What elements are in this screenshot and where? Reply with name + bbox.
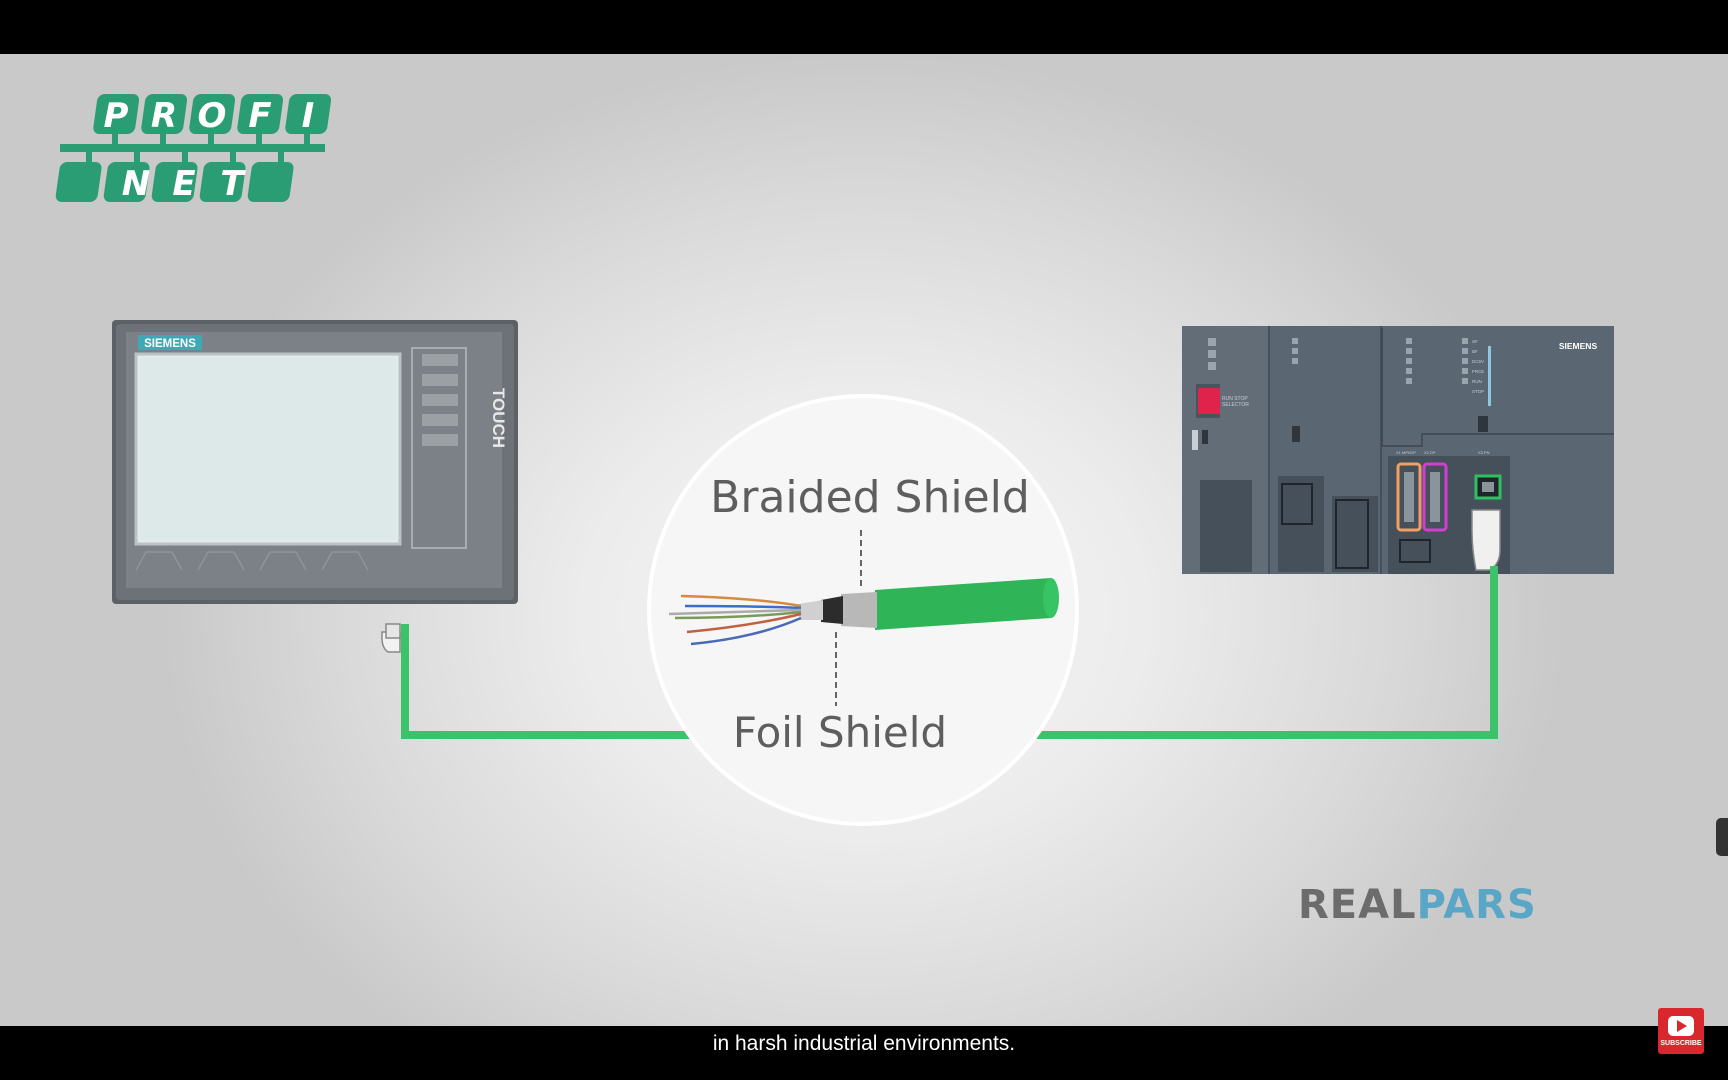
subtitle-caption: in harsh industrial environments. bbox=[712, 1032, 1016, 1055]
plc-label-run: RUN bbox=[1472, 379, 1482, 384]
cable-callout-circle bbox=[647, 394, 1079, 826]
subscribe-label: SUBSCRIBE bbox=[1660, 1040, 1702, 1047]
realpars-logo-pars: PARS bbox=[1416, 882, 1537, 928]
plc-rack: RUN STOP SELECTOR SF BF bbox=[1182, 326, 1614, 574]
logo-letter-r: R bbox=[151, 96, 177, 136]
hmi-touch-panel: SIEMENS TOUCH bbox=[112, 320, 518, 653]
caption-bar bbox=[0, 1026, 1728, 1080]
foil-shield-label: Foil Shield bbox=[732, 708, 948, 757]
braided-shield-label: Braided Shield bbox=[710, 472, 1030, 523]
side-panel-handle[interactable] bbox=[1716, 818, 1728, 856]
plc-label-dc5v: DC5V bbox=[1472, 359, 1484, 364]
plc-label-x2: X2 DP bbox=[1424, 450, 1436, 455]
video-scene: P R O F I N E T SIEMENS bbox=[0, 54, 1728, 1026]
subscribe-button[interactable]: SUBSCRIBE bbox=[1658, 1008, 1704, 1054]
plc-label-sf: SF bbox=[1472, 339, 1478, 344]
logo-letter-e: E bbox=[172, 164, 195, 204]
network-cable-line bbox=[401, 566, 1498, 739]
plc-label-selector: SELECTOR bbox=[1222, 402, 1249, 408]
logo-letter-p: P bbox=[104, 96, 129, 136]
plc-label-runstop: RUN STOP bbox=[1222, 396, 1248, 402]
plc-brand-label: SIEMENS bbox=[1559, 341, 1598, 351]
logo-letter-f: F bbox=[248, 96, 271, 136]
realpars-logo-real: REAL bbox=[1298, 882, 1417, 928]
logo-letter-i: I bbox=[302, 96, 315, 136]
logo-letter-t: T bbox=[220, 164, 246, 204]
plc-label-stop: STOP bbox=[1472, 389, 1484, 394]
hmi-brand-label: SIEMENS bbox=[144, 338, 196, 350]
logo-letter-o: O bbox=[198, 96, 227, 136]
plc-label-frce: FRCE bbox=[1472, 369, 1484, 374]
plc-label-bf: BF bbox=[1472, 349, 1478, 354]
play-icon bbox=[1668, 1016, 1694, 1036]
profinet-logo: P R O F I N E T bbox=[55, 94, 332, 204]
plc-label-x1: X1 MPI/DP bbox=[1396, 450, 1416, 455]
hmi-touch-label: TOUCH bbox=[489, 388, 508, 448]
plc-label-x3: X3 PN bbox=[1478, 450, 1490, 455]
logo-letter-n: N bbox=[122, 164, 150, 204]
realpars-logo: REALPARS bbox=[1298, 882, 1537, 928]
